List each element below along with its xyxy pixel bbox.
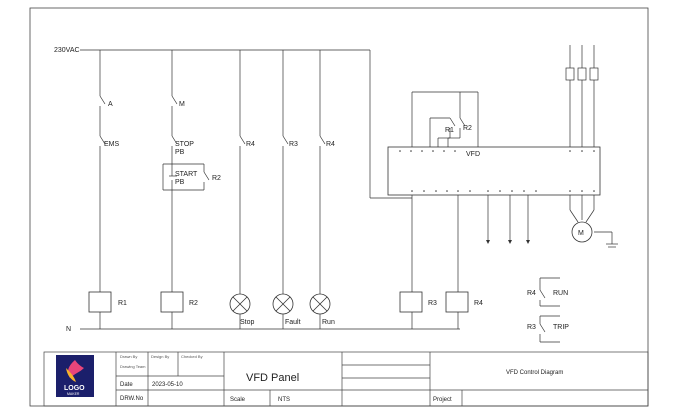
checked-by-label: Checked By — [181, 354, 203, 359]
seal-in-r2-label: R2 — [212, 175, 221, 182]
scale-value: NTS — [278, 397, 290, 403]
lamp-stop-label: Stop — [240, 319, 255, 326]
coil-r2 — [160, 291, 184, 313]
logo-text-line2: MAKER — [67, 392, 80, 396]
lamp-fault — [272, 293, 294, 315]
lamp-fault-label: Fault — [285, 319, 301, 326]
lamp-run — [309, 293, 331, 315]
motor-label: M — [578, 230, 584, 237]
date-value: 2023-05-10 — [152, 382, 183, 388]
drawn-by-label: Drawn By — [120, 354, 137, 359]
vfd-relay-contacts — [411, 91, 479, 147]
project-label: Project — [433, 397, 452, 403]
lamp-branches — [239, 50, 326, 329]
motor-wiring — [569, 195, 618, 248]
neutral-label: N — [66, 326, 71, 333]
lamp2-contact-label: R3 — [289, 141, 298, 148]
coil-r1 — [88, 291, 112, 313]
coil-r3-label: R3 — [428, 300, 437, 307]
vfd-relay-r2-label: R2 — [463, 125, 472, 132]
stop-pb-line2: PB — [175, 149, 185, 156]
start-pb-line2: PB — [175, 179, 185, 186]
stop-pb-line1: STOP — [175, 141, 194, 148]
vfd-box — [387, 146, 601, 196]
coil-r2-label: R2 — [189, 300, 198, 307]
coil-r3 — [399, 291, 423, 313]
lamp-run-label: Run — [322, 319, 335, 326]
logo-text-line1: LOGO — [64, 385, 85, 392]
lamp-stop — [229, 293, 251, 315]
coil-r1-label: R1 — [118, 300, 127, 307]
sheet-border — [29, 7, 649, 407]
ems-label: EMS — [104, 141, 120, 148]
output-trip-relay: R3 — [527, 324, 536, 331]
date-label: Date — [120, 382, 133, 388]
motor-symbol — [571, 221, 593, 243]
vfd-terminal-marks — [399, 150, 595, 192]
drawing-title: VFD Panel — [246, 372, 299, 384]
lamp3-contact-label: R4 — [326, 141, 335, 148]
vfd-label: VFD — [466, 151, 480, 158]
contact-a-label: A — [108, 101, 113, 108]
analog-arrows — [486, 240, 530, 244]
branch-r2 — [162, 50, 210, 329]
drawing-team-label: Drawing Team — [120, 364, 146, 369]
diagram-title: VFD Control Diagram — [506, 370, 563, 376]
output-run-name: RUN — [553, 290, 568, 297]
logo-bird-mark — [67, 360, 84, 378]
coil-r4-label: R4 — [474, 300, 483, 307]
lamp1-contact-label: R4 — [246, 141, 255, 148]
design-by-label: Design By — [151, 354, 169, 359]
logo-wing-mark — [66, 368, 76, 382]
vfd-supply-feed — [369, 50, 412, 199]
drw-no-label: DRW.No — [120, 396, 144, 402]
coil-r4 — [445, 291, 469, 313]
contact-m-label: M — [179, 101, 185, 108]
branch-r1 — [99, 50, 106, 329]
scale-label: Scale — [230, 397, 246, 403]
three-phase-supply — [565, 45, 599, 147]
output-contacts — [539, 277, 560, 343]
start-pb-line1: START — [175, 171, 198, 178]
title-block-grid — [43, 351, 649, 407]
output-trip-name: TRIP — [553, 324, 569, 331]
vfd-control-wiring — [411, 195, 529, 329]
vfd-relay-r1-label: R1 — [445, 127, 454, 134]
output-run-relay: R4 — [527, 290, 536, 297]
supply-voltage-label: 230VAC — [54, 47, 80, 54]
